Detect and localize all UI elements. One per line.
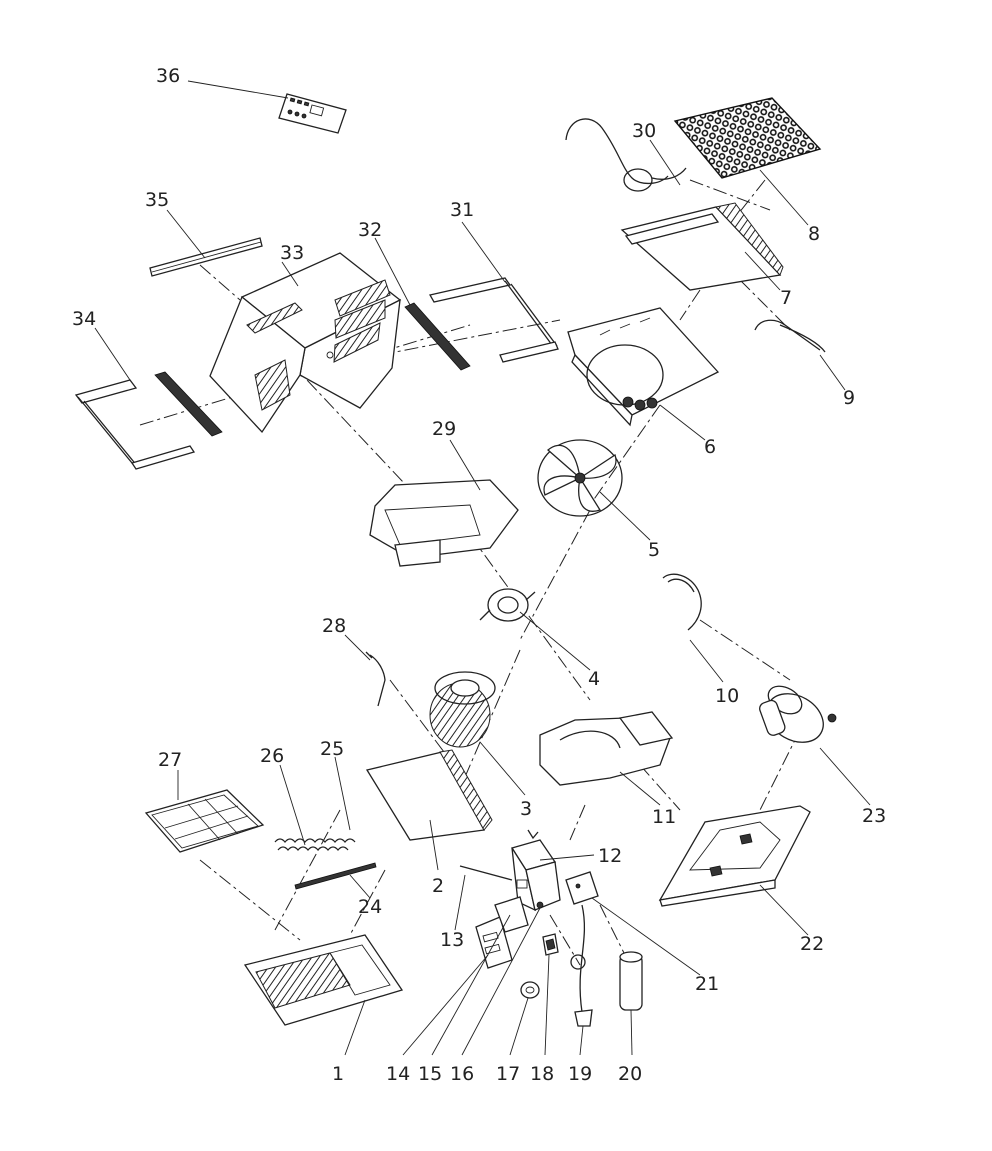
callout-31: 31 (450, 199, 474, 221)
callout-32: 32 (358, 219, 382, 241)
callout-26: 26 (260, 745, 284, 767)
part-21-pcb (565, 871, 599, 905)
part-8-condenser-coil (673, 97, 822, 179)
callout-12: 12 (598, 845, 622, 867)
callout-7: 7 (780, 287, 792, 309)
part-2-coil (365, 749, 493, 841)
callout-35: 35 (145, 189, 169, 211)
part-1-front-grille (243, 934, 404, 1026)
callout-36: 36 (156, 65, 180, 87)
callout-25: 25 (320, 738, 344, 760)
part-10-pipe (662, 573, 702, 631)
callout-labels: 1 2 3 4 5 6 7 8 9 10 11 12 13 14 15 16 1… (72, 65, 886, 1085)
callout-15: 15 (418, 1063, 442, 1085)
part-22-base-plate (658, 805, 811, 907)
part-5-fan-blade (537, 439, 623, 517)
part-4-fan-motor (479, 588, 536, 622)
part-19-power-cord (570, 904, 593, 1027)
callout-19: 19 (568, 1063, 592, 1085)
part-18-switch (542, 933, 559, 956)
callout-33: 33 (280, 242, 304, 264)
part-32-grille-strip (404, 302, 471, 371)
part-26-heater (274, 838, 356, 852)
part-7-evaporator-coil (620, 202, 784, 291)
callout-11: 11 (652, 806, 676, 828)
part-23-compressor (759, 685, 837, 743)
callout-5: 5 (648, 539, 660, 561)
part-28-drain-tube (365, 651, 386, 707)
callout-1: 1 (332, 1063, 344, 1085)
callout-27: 27 (158, 749, 182, 771)
part-3-blower-wheel (429, 671, 496, 748)
part-13-sensor-probe (459, 865, 513, 881)
part-36-remote-control (278, 93, 347, 134)
callout-8: 8 (808, 223, 820, 245)
part-6-base-pan (567, 307, 720, 427)
part-12-control-box (510, 829, 561, 912)
callout-29: 29 (432, 418, 456, 440)
part-15-panel-cover (494, 896, 529, 933)
callout-20: 20 (618, 1063, 642, 1085)
callout-21: 21 (695, 973, 719, 995)
part-27-filter (144, 789, 265, 853)
callout-4: 4 (588, 668, 600, 690)
callout-18: 18 (530, 1063, 554, 1085)
part-11-blower-housing (539, 711, 674, 786)
callout-24: 24 (358, 896, 382, 918)
callout-23: 23 (862, 805, 886, 827)
part-29-duct-housing (369, 479, 519, 567)
callout-30: 30 (632, 120, 656, 142)
callout-16: 16 (450, 1063, 474, 1085)
part-31-side-bracket (429, 277, 559, 363)
callout-17: 17 (496, 1063, 520, 1085)
callout-6: 6 (704, 436, 716, 458)
callout-22: 22 (800, 933, 824, 955)
part-20-capacitor (619, 951, 643, 1011)
callout-2: 2 (432, 875, 444, 897)
part-34-side-panel (74, 371, 223, 470)
part-30-capillary-tube (565, 118, 687, 192)
leader-lines (94, 80, 871, 1056)
callout-34: 34 (72, 308, 96, 330)
part-33-cabinet (209, 252, 402, 434)
callout-28: 28 (322, 615, 346, 637)
callout-9: 9 (843, 387, 855, 409)
part-24-rod (294, 862, 377, 890)
part-35-trim-strip (149, 237, 263, 277)
callout-3: 3 (520, 798, 532, 820)
callout-14: 14 (386, 1063, 410, 1085)
part-9-hose (754, 319, 826, 353)
part-17-knob (520, 981, 540, 999)
callout-10: 10 (715, 685, 739, 707)
callout-13: 13 (440, 929, 464, 951)
